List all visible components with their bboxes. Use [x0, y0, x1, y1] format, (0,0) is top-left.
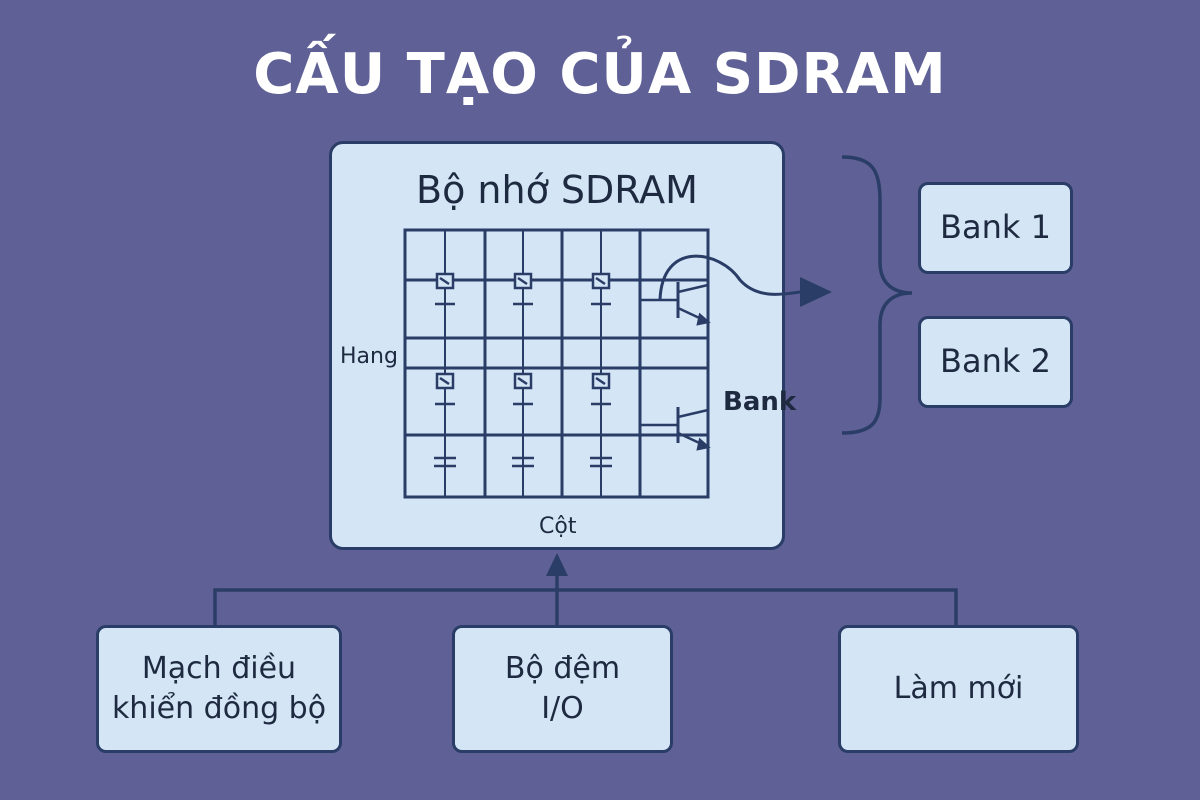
- refresh-box: Làm mới: [838, 625, 1079, 753]
- bank-arrow-line: [658, 254, 801, 301]
- transistor-arrow: [696, 312, 711, 326]
- bank-2-box: Bank 2: [918, 316, 1073, 408]
- bank-brace: [841, 155, 913, 435]
- io-buffer-line-2: I/O: [541, 691, 584, 726]
- memory-title: Bộ nhớ SDRAM: [416, 168, 698, 212]
- sync-control-line-2: khiển đồng bộ: [111, 691, 327, 726]
- cell-transistor-gate: [517, 376, 528, 386]
- transistor-collector: [677, 408, 709, 419]
- cell-transistor-gate: [439, 276, 450, 286]
- transistor-arrow: [696, 437, 711, 451]
- cell-transistor-gate: [595, 376, 606, 386]
- column-label: Cột: [539, 514, 577, 539]
- cell-transistor-gate: [439, 376, 450, 386]
- cell-transistor-gate: [595, 276, 606, 286]
- grid-border: [403, 228, 710, 499]
- bank-1-label: Bank 1: [940, 208, 1051, 247]
- memory-cells: [434, 272, 612, 468]
- io-buffer-box: Bộ đệm I/O: [452, 625, 673, 753]
- diagram-title: CẤU TẠO CỦA SDRAM: [253, 42, 947, 107]
- io-buffer-line-1: Bộ đệm: [504, 650, 621, 686]
- io-arrow-head: [546, 553, 568, 576]
- sync-control-box: Mạch điều khiển đồng bộ: [96, 625, 342, 753]
- sense-amplifier-transistors: [640, 282, 711, 451]
- bank-label: Bank: [723, 387, 797, 417]
- sync-control-line-1: Mạch điều: [141, 650, 297, 686]
- bus-line: [213, 588, 958, 625]
- bank-2-label: Bank 2: [940, 342, 1051, 381]
- refresh-label: Làm mới: [893, 670, 1024, 706]
- transistor-collector: [677, 283, 709, 294]
- cell-transistor-gate: [517, 276, 528, 286]
- bank-arrow-head: [800, 277, 832, 307]
- row-label: Hang: [340, 344, 398, 369]
- bank-1-box: Bank 1: [918, 182, 1073, 274]
